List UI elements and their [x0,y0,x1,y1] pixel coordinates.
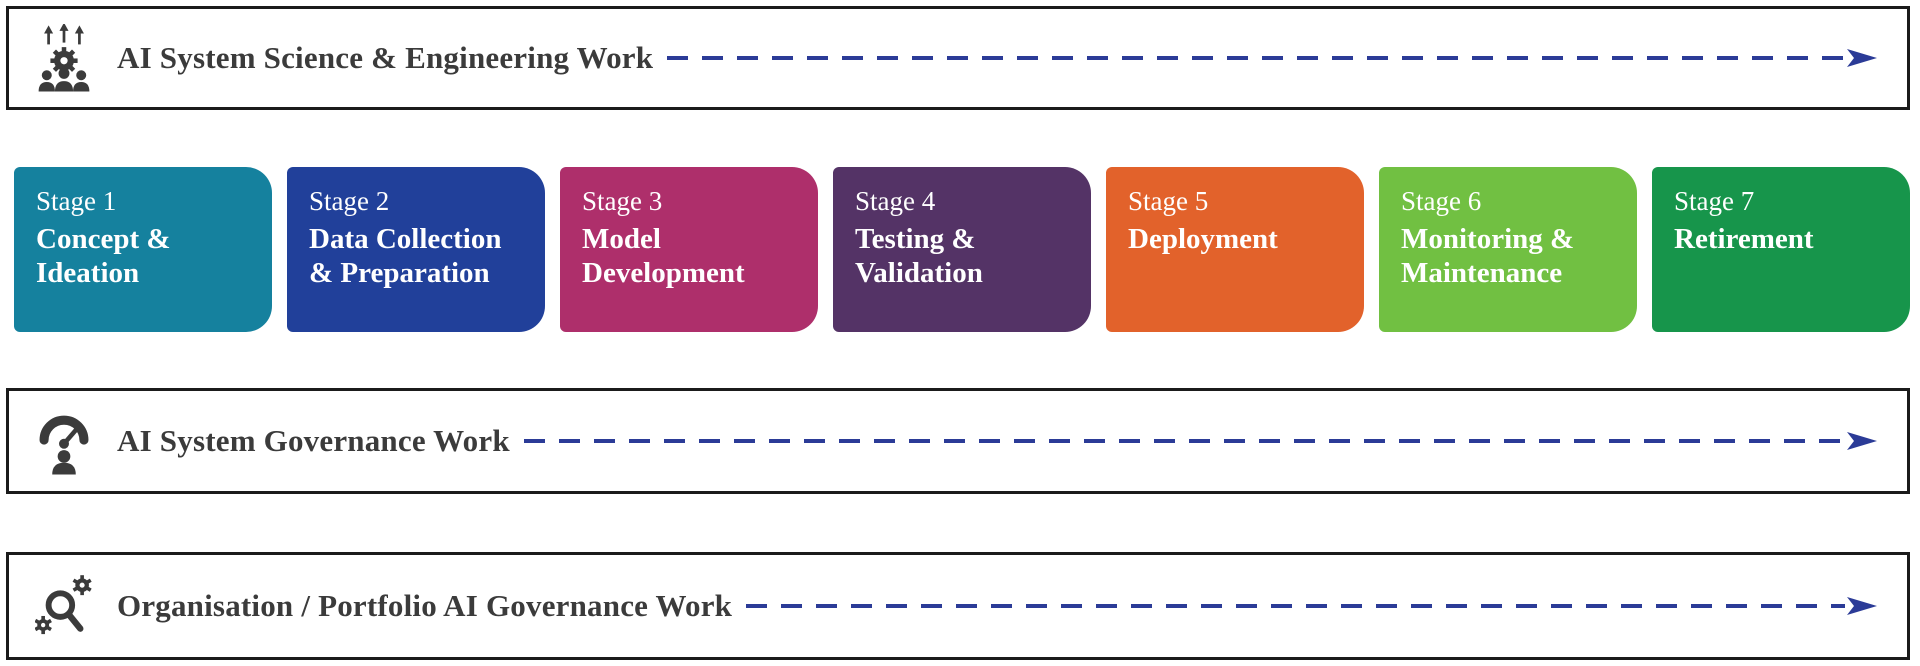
stage-box-retirement: Stage 7 Retirement [1652,167,1910,332]
stage-title: Testing & Validation [855,222,983,289]
arrow-head-icon [1847,432,1877,450]
stage-label: Stage 2 [309,186,390,216]
team-gear-arrows-icon [33,24,95,92]
banner-engineering-work: AI System Science & Engineering Work [6,6,1910,110]
stage-label: Stage 6 [1401,186,1482,216]
arrow-head-icon [1847,597,1877,615]
stage-title: Concept & Ideation [36,222,171,289]
stage-title: Model Development [582,222,745,289]
stage-label: Stage 5 [1128,186,1209,216]
system-governance-dashed-arrow [523,430,1877,452]
stage-box-model-development: Stage 3 Model Development [560,167,818,332]
banner-org-governance-label: Organisation / Portfolio AI Governance W… [117,588,733,623]
stage-label: Stage 1 [36,186,117,216]
magnifier-gears-icon [33,572,95,640]
stage-label: Stage 4 [855,186,936,216]
dash-line [746,604,1845,608]
engineering-dashed-arrow [667,47,1877,69]
stage-label: Stage 3 [582,186,663,216]
stage-title: Deployment [1128,222,1278,255]
dash-line [667,56,1845,60]
stage-label: Stage 7 [1674,186,1755,216]
org-governance-dashed-arrow [746,595,1877,617]
stage-box-deployment: Stage 5 Deployment [1106,167,1364,332]
stage-row: Stage 1 Concept & Ideation Stage 2 Data … [14,167,1910,332]
arrow-head-icon [1847,49,1877,67]
banner-org-governance: Organisation / Portfolio AI Governance W… [6,552,1910,660]
banner-system-governance-label: AI System Governance Work [117,423,510,458]
dash-line [523,439,1845,443]
banner-system-governance: AI System Governance Work [6,388,1910,494]
stage-box-testing-validation: Stage 4 Testing & Validation [833,167,1091,332]
stage-box-data-collection: Stage 2 Data Collection & Preparation [287,167,545,332]
stage-box-monitoring-maintenance: Stage 6 Monitoring & Maintenance [1379,167,1637,332]
stage-box-concept-ideation: Stage 1 Concept & Ideation [14,167,272,332]
stage-title: Retirement [1674,222,1814,255]
banner-engineering-label: AI System Science & Engineering Work [117,40,654,75]
stage-title: Data Collection & Preparation [309,222,502,289]
stage-title: Monitoring & Maintenance [1401,222,1575,289]
gauge-person-icon [33,407,95,475]
